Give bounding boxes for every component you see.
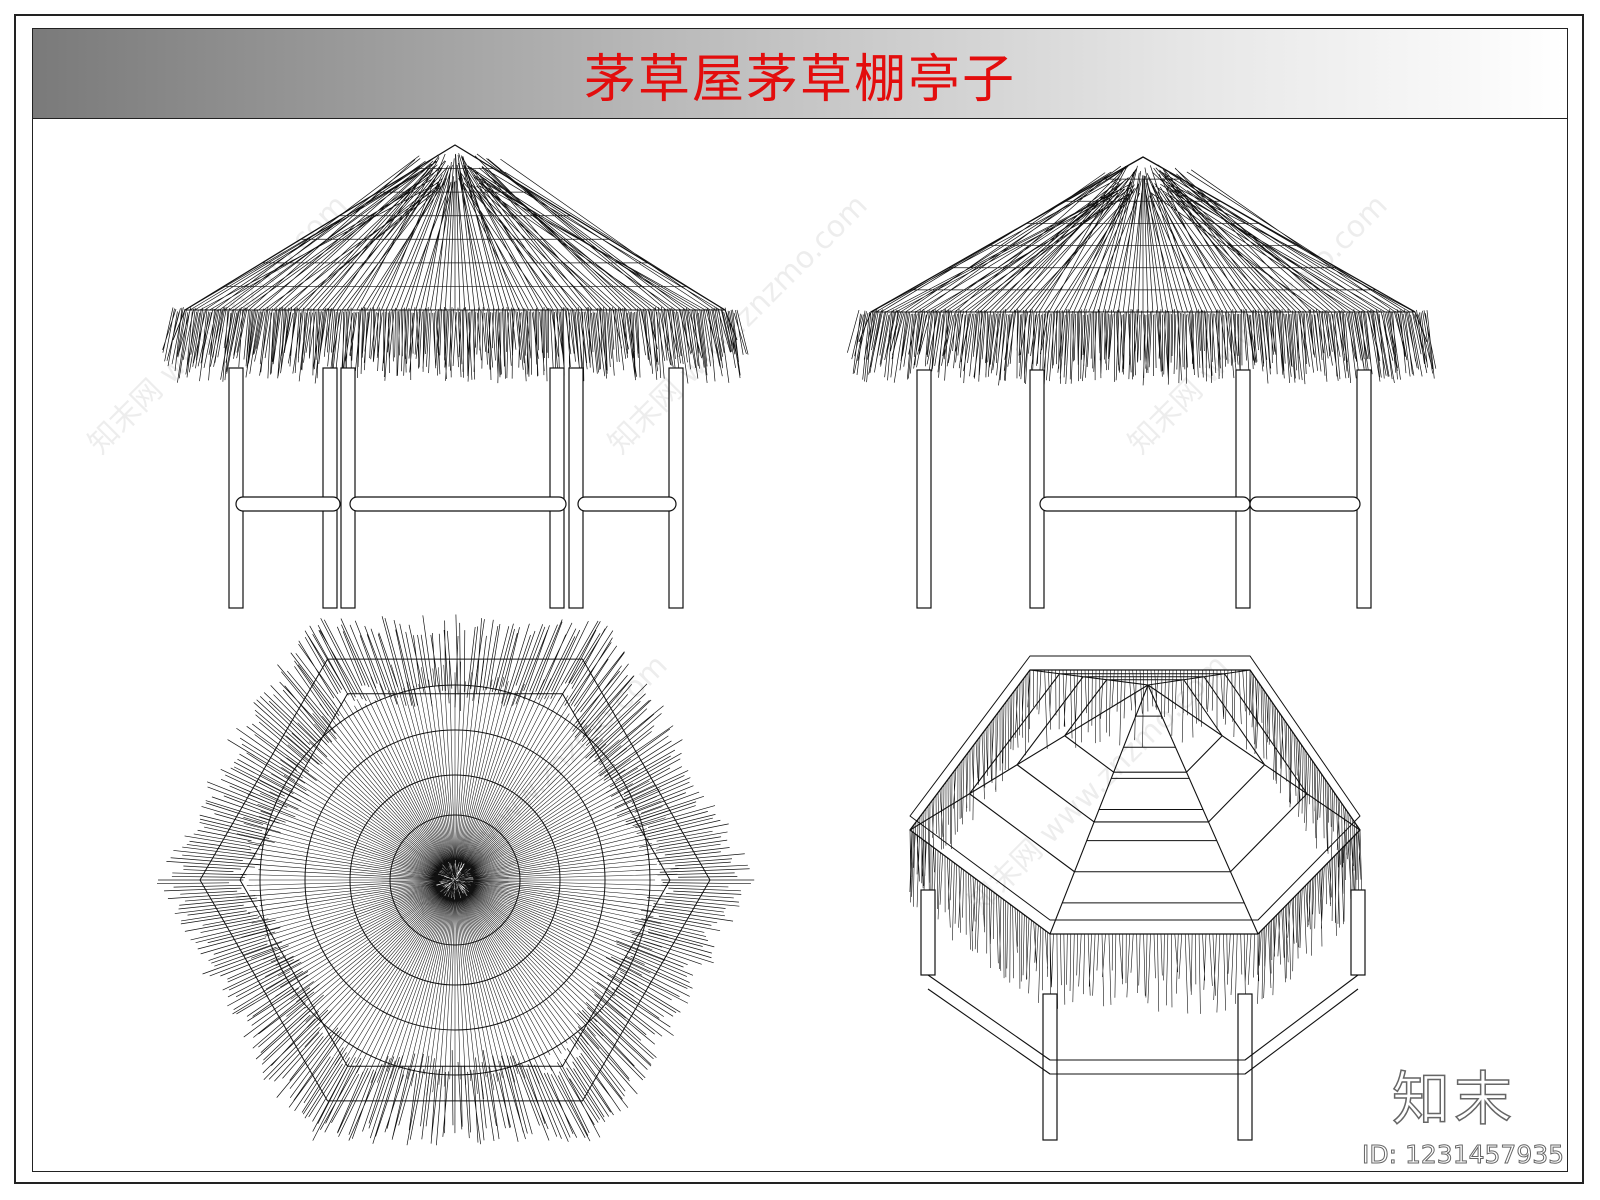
page-title: 茅草屋茅草棚亭子 [583, 50, 1016, 110]
side-elevation-view [847, 156, 1437, 609]
brand-logo: 知末 [1391, 1064, 1517, 1134]
front-elevation-view [162, 144, 749, 609]
drawing-sheet: 茅草屋茅草棚亭子 [14, 14, 1584, 1184]
title-bar: 茅草屋茅草棚亭子 [33, 29, 1567, 119]
image-id-label: ID: 1231457935 [1361, 1140, 1565, 1170]
roof-plan-view [157, 614, 755, 1146]
sheet-inner-frame: 茅草屋茅草棚亭子 [32, 28, 1568, 1172]
perspective-view [909, 655, 1366, 1141]
